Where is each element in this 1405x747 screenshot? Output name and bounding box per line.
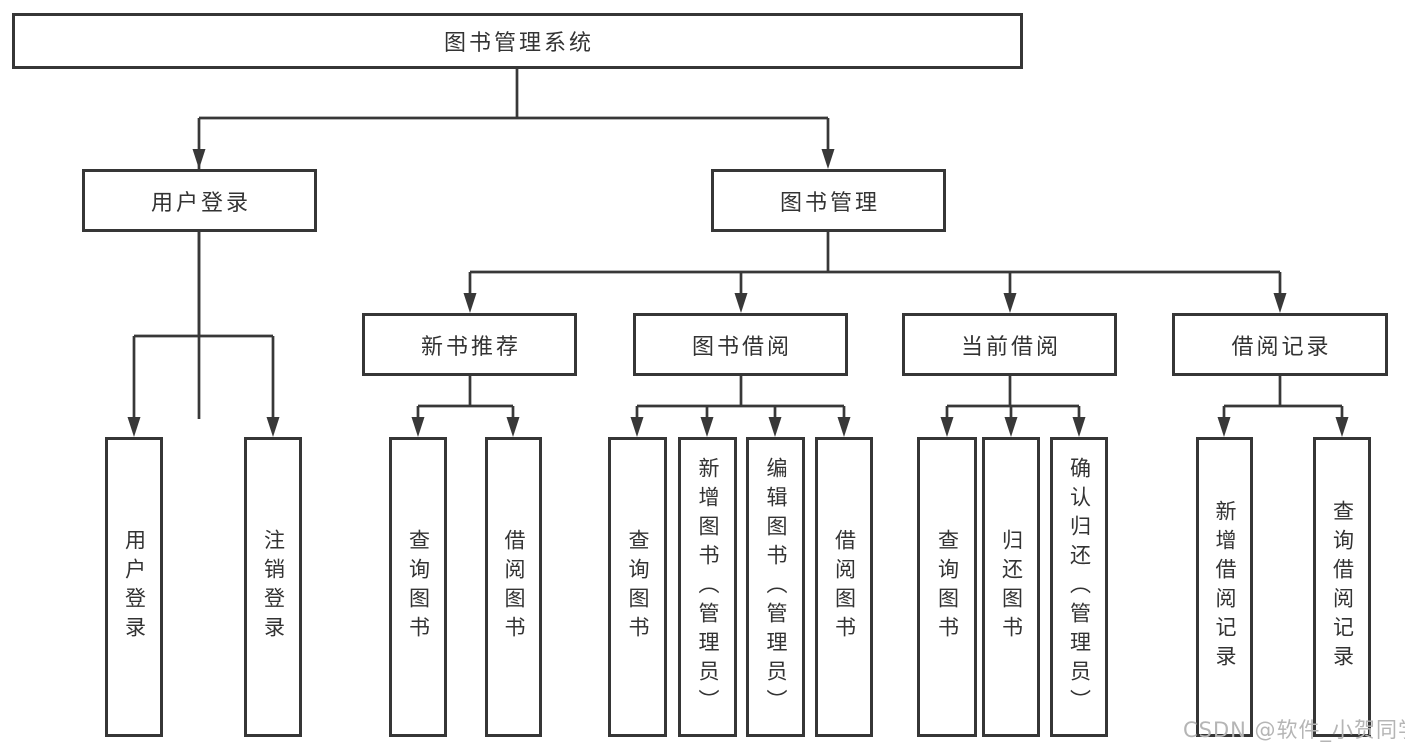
leaf-query-books-current: 查询图书 [917,437,977,737]
leaf-query-borrow-record: 查询借阅记录 [1313,437,1371,737]
node-book-borrowing: 图书借阅 [633,313,848,376]
node-book-management: 图书管理 [711,169,946,232]
leaf-return-books: 归还图书 [982,437,1040,737]
node-borrowing-records: 借阅记录 [1172,313,1388,376]
leaf-confirm-return-admin: 确认归还（管理员） [1050,437,1108,737]
leaf-query-books-borrowing: 查询图书 [608,437,667,737]
node-user-login: 用户登录 [82,169,317,232]
leaf-user-login: 用户登录 [105,437,163,737]
node-library-management-system: 图书管理系统 [12,13,1023,69]
csdn-watermark: CSDN @软件_小贺同学 [1183,718,1405,742]
leaf-add-borrow-record: 新增借阅记录 [1196,437,1253,737]
leaf-logout: 注销登录 [244,437,302,737]
leaf-borrow-books-borrowing: 借阅图书 [815,437,873,737]
leaf-edit-book-admin: 编辑图书（管理员） [746,437,805,737]
leaf-add-book-admin: 新增图书（管理员） [678,437,737,737]
leaf-borrow-books-recommend: 借阅图书 [485,437,542,737]
node-new-book-recommendation: 新书推荐 [362,313,577,376]
leaf-query-books-recommend: 查询图书 [389,437,447,737]
node-current-borrowing: 当前借阅 [902,313,1117,376]
